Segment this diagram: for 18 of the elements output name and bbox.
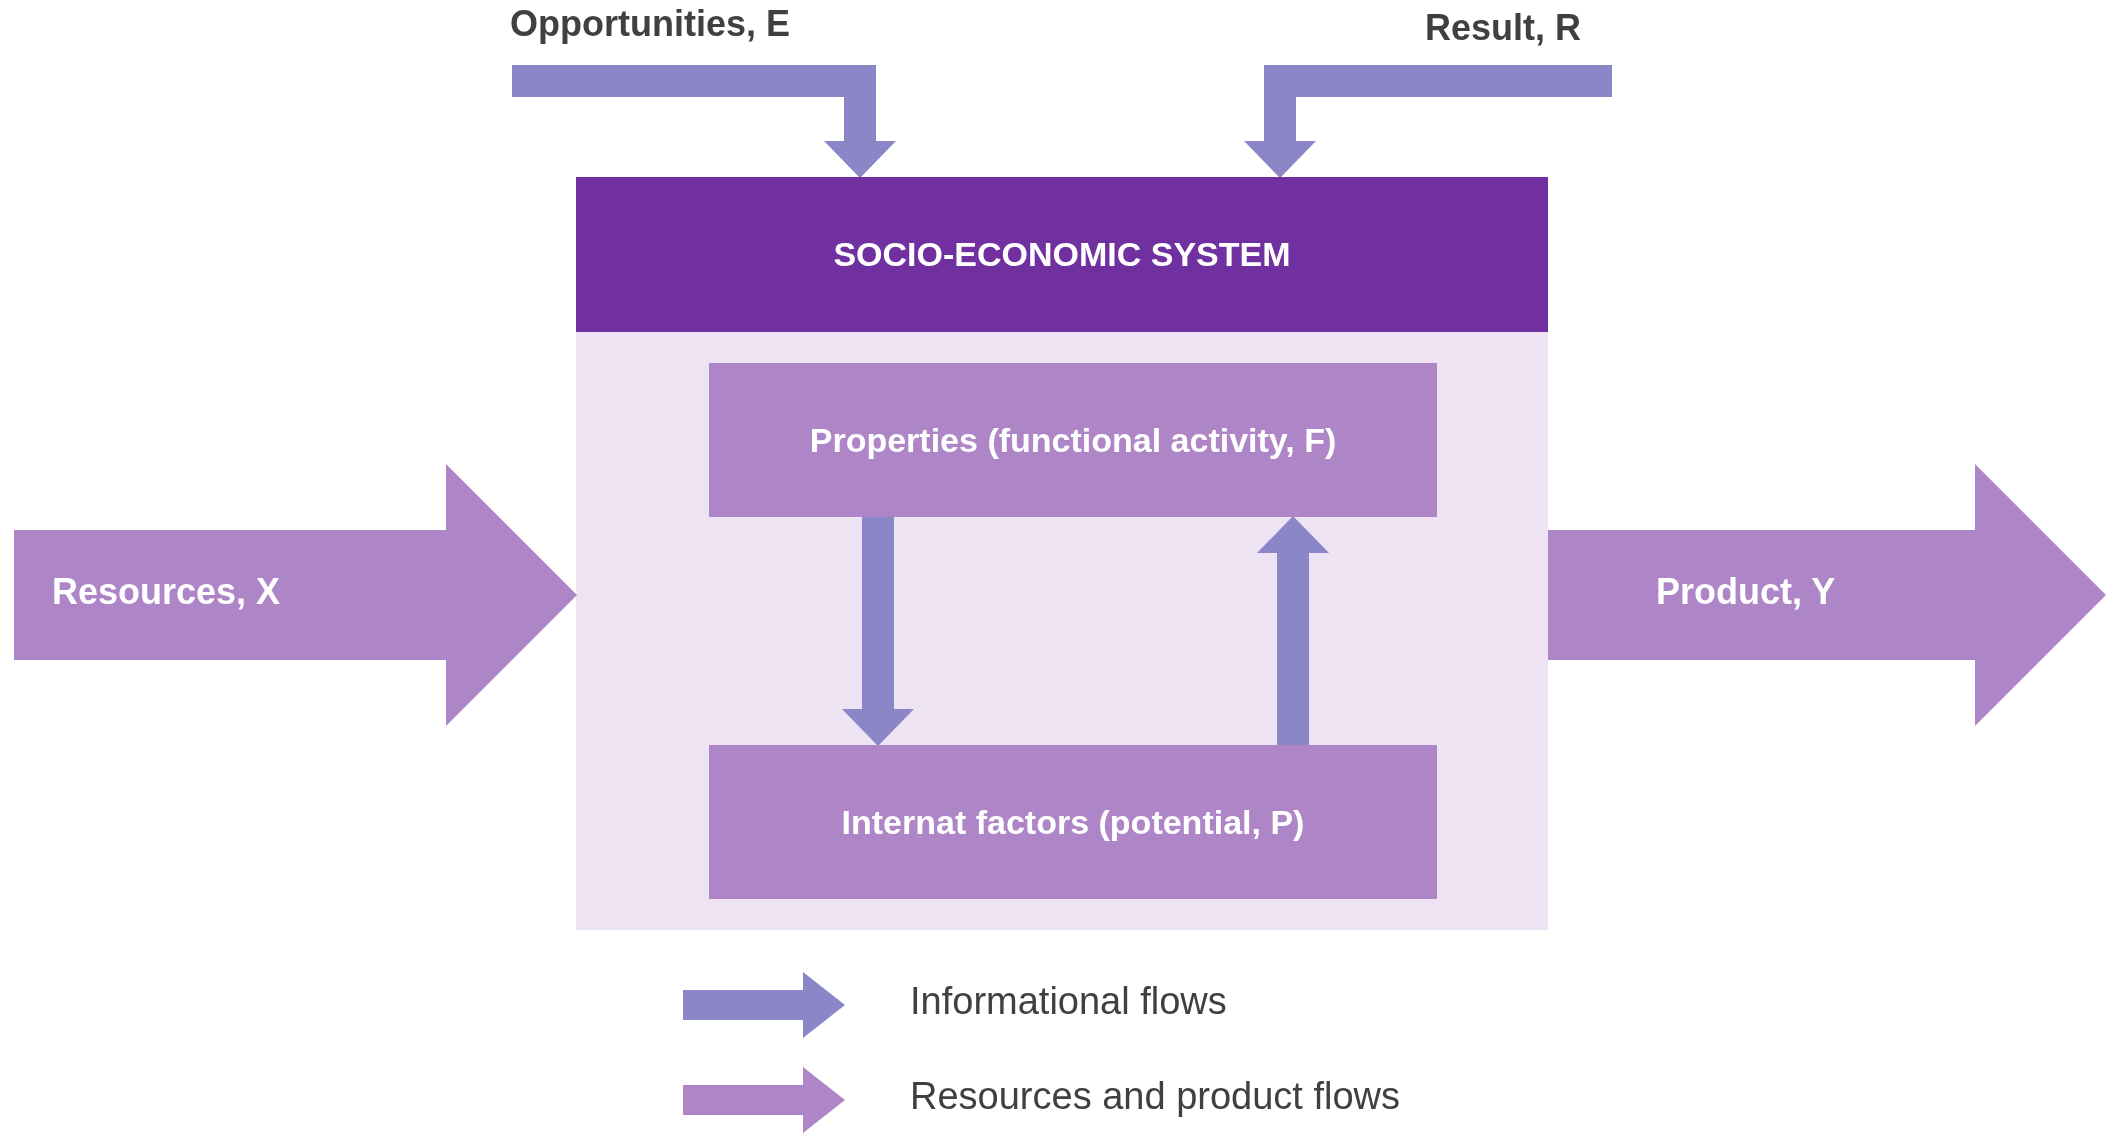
arrow [512,65,896,179]
box-label: Internat factors (potential, P) [841,802,1305,842]
arrow [1257,515,1329,745]
edge-label: Resources, X [52,572,281,612]
arrow [842,517,914,747]
process-box [709,745,1437,899]
process-box [709,363,1437,517]
legend-label: Resources and product flows [910,1075,1401,1118]
edge-label: Opportunities, E [510,4,790,44]
edge-label: Product, Y [1656,572,1836,612]
arrow [1244,65,1612,179]
legend-label: Informational flows [910,980,1227,1023]
edge-label: Result, R [1425,8,1582,48]
block-arrow [1548,464,2106,726]
box-label: Properties (functional activity, F) [809,420,1337,460]
system-header-band: SOCIO-ECONOMIC SYSTEM [576,177,1548,332]
block-arrow [14,464,577,726]
system-box [576,177,1548,930]
